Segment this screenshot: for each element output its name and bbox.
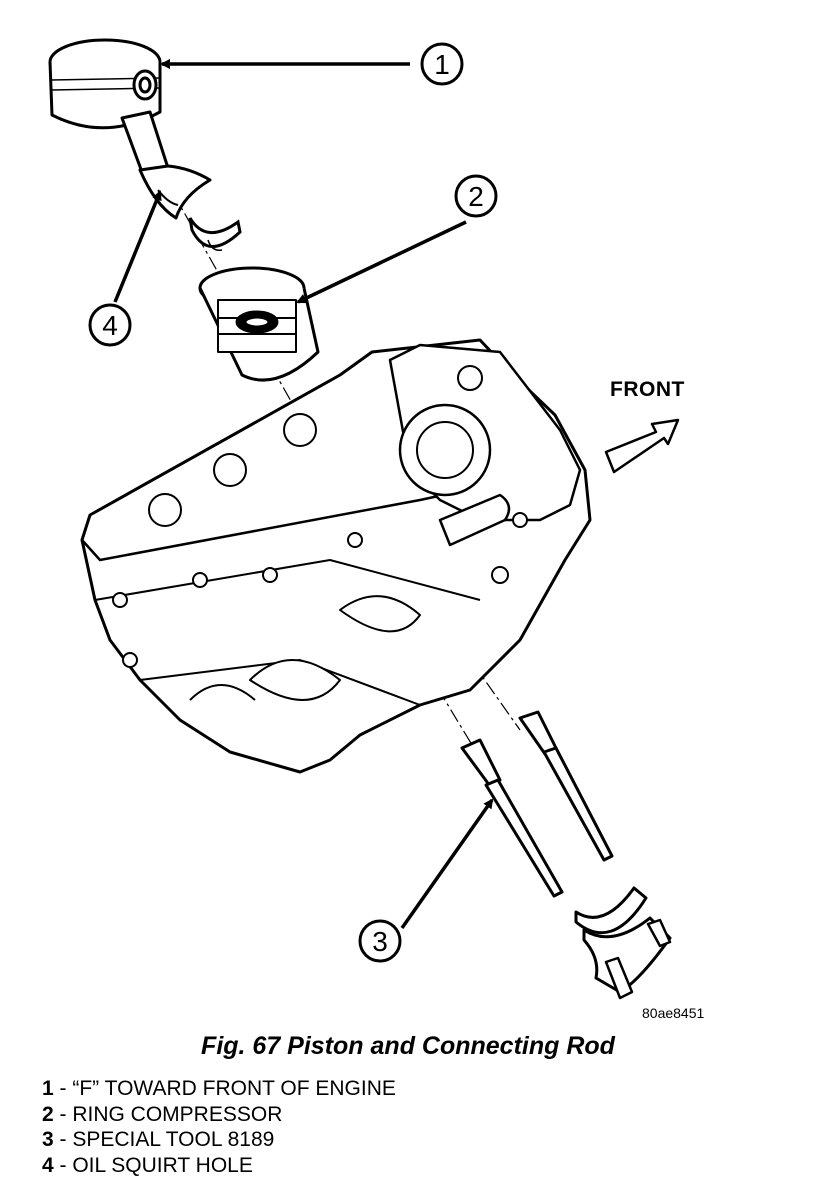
callout-2: 2 <box>454 174 498 218</box>
legend-item-number: 4 <box>42 1153 54 1177</box>
callout-1: 1 <box>420 42 464 86</box>
legend-item: 2 - RING COMPRESSOR <box>42 1102 396 1128</box>
callout-3: 3 <box>358 919 402 963</box>
leader-arrow-3 <box>400 798 494 930</box>
legend-item: 1 - “F” TOWARD FRONT OF ENGINE <box>42 1076 396 1102</box>
callout-2-label: 2 <box>468 181 484 212</box>
legend-item-text: - “F” TOWARD FRONT OF ENGINE <box>53 1077 396 1100</box>
legend-list: 1 - “F” TOWARD FRONT OF ENGINE 2 - RING … <box>42 1076 396 1178</box>
piston-and-rod <box>48 38 212 220</box>
legend-item-text: - OIL SQUIRT HOLE <box>53 1153 253 1177</box>
special-tool-8189 <box>460 710 614 898</box>
callout-4: 4 <box>88 303 132 347</box>
image-code: 80ae8451 <box>642 1005 705 1021</box>
legend-item: 4 - OIL SQUIRT HOLE <box>42 1153 396 1178</box>
legend-item-text: - RING COMPRESSOR <box>53 1102 283 1126</box>
front-label: FRONT <box>610 378 685 401</box>
legend-item: 3 - SPECIAL TOOL 8189 <box>42 1127 396 1153</box>
leader-arrow-2 <box>296 220 467 304</box>
callout-3-label: 3 <box>372 926 388 957</box>
callout-4-label: 4 <box>102 310 118 341</box>
figure-caption: Fig. 67 Piston and Connecting Rod <box>201 1032 615 1060</box>
leader-arrow-4 <box>113 190 162 303</box>
rod-cap <box>574 886 672 1000</box>
diagram-figure: 1 2 3 4 <box>48 38 680 1000</box>
legend-item-number: 3 <box>42 1128 54 1151</box>
legend-item-number: 1 <box>42 1077 54 1100</box>
leader-arrows <box>113 59 494 930</box>
exploded-view-drawing: 1 2 3 4 <box>48 38 680 1000</box>
callout-1-label: 1 <box>434 49 450 80</box>
front-direction-arrow <box>604 418 680 474</box>
engine-block <box>80 338 592 774</box>
legend-item-number: 2 <box>42 1102 54 1126</box>
bearing-shell-upper <box>188 217 242 252</box>
ring-compressor <box>198 266 320 382</box>
legend-item-text: - SPECIAL TOOL 8189 <box>53 1128 275 1151</box>
